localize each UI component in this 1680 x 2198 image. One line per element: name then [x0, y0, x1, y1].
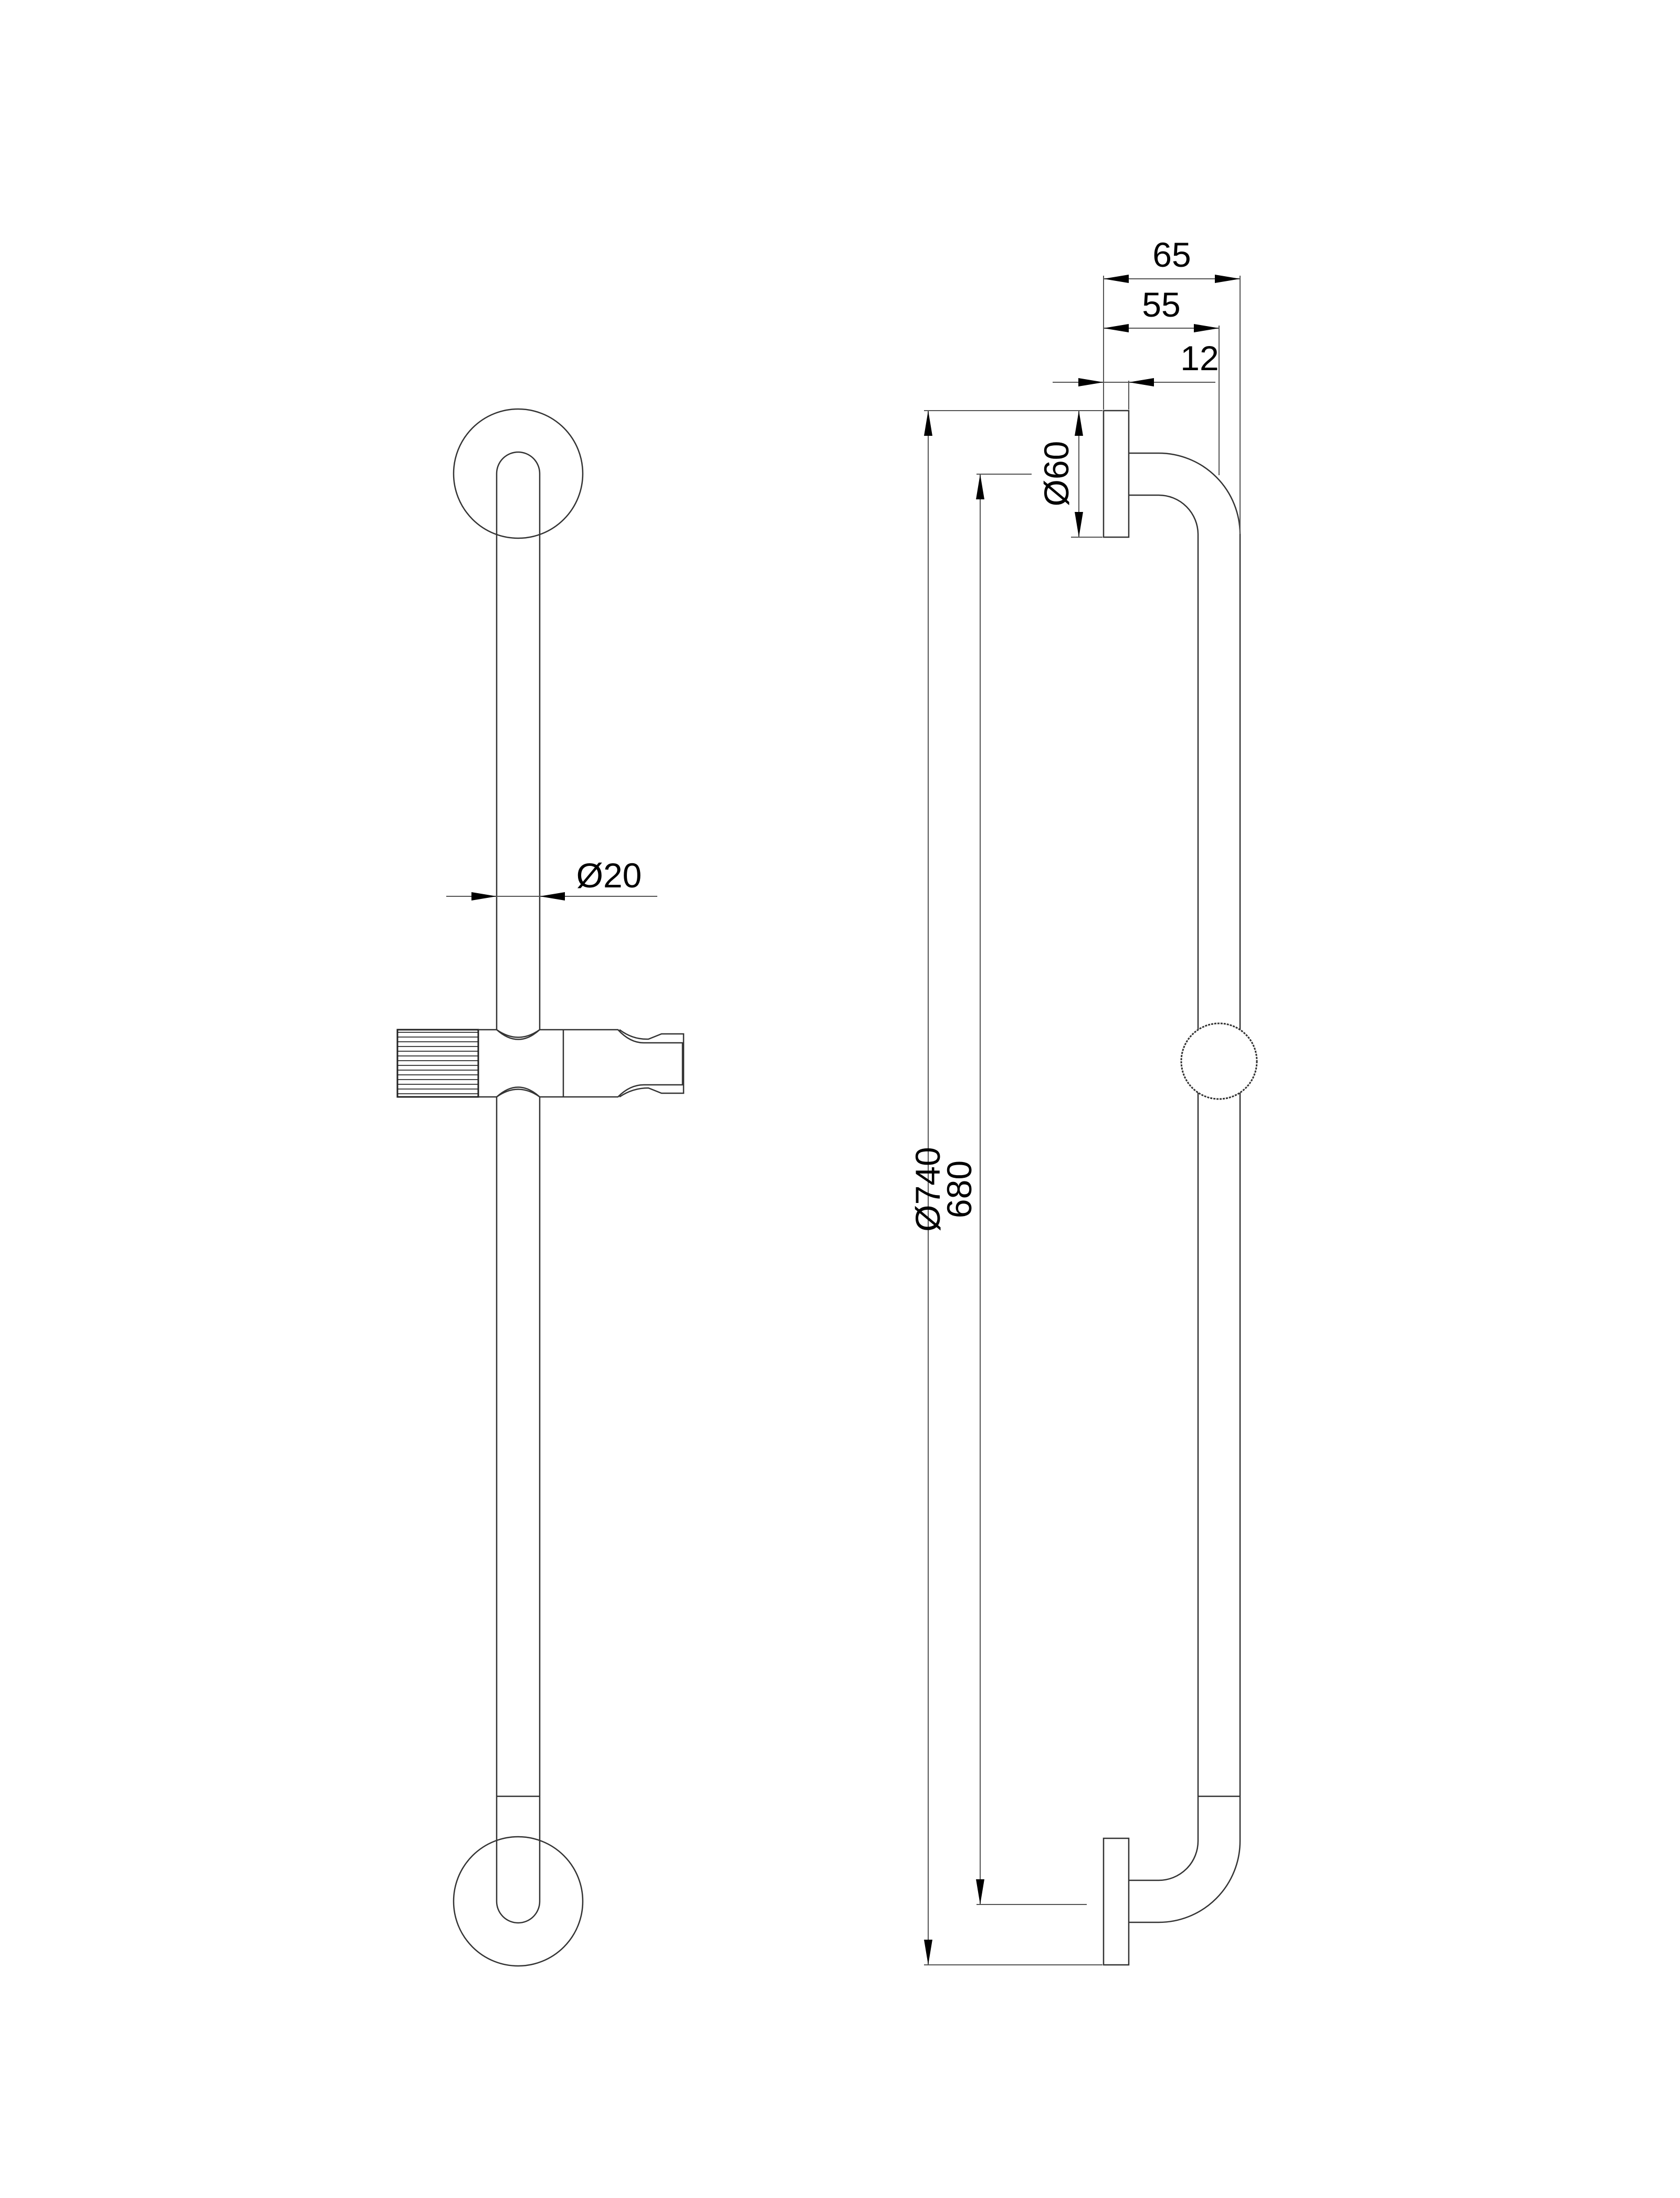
- rosette-diameter-dimension: Ø60: [1037, 411, 1102, 538]
- bar-diameter-dimension: Ø20: [446, 856, 657, 901]
- overall-length-label: Ø740: [908, 1147, 947, 1231]
- centers-length-dimension: 680: [940, 474, 1087, 1905]
- rail-outer-profile: [1129, 452, 1241, 1923]
- front-view: Ø20: [396, 408, 685, 1967]
- top-rosette: [453, 408, 584, 539]
- top-wall-plate: [1102, 410, 1130, 538]
- rosette-diameter-label: Ø60: [1037, 441, 1076, 507]
- knurled-knob: [396, 1029, 479, 1098]
- hand-shower-clip: [563, 1029, 685, 1098]
- projection-dimensions: 65 55 12: [1053, 235, 1241, 534]
- bottom-wall-plate: [1102, 1837, 1130, 1966]
- bottom-rosette: [453, 1836, 584, 1967]
- bar-diameter-label: Ø20: [576, 856, 642, 895]
- rail-upper: [496, 451, 541, 1030]
- rail-inner-profile: [1129, 494, 1199, 1881]
- projection-bar-center-label: 55: [1142, 285, 1180, 324]
- slider-knob-side: [1180, 1022, 1258, 1100]
- side-view: Ø740 680 Ø60 65: [908, 235, 1258, 1966]
- projection-total-label: 65: [1152, 235, 1191, 274]
- rail-lower: [496, 1097, 541, 1924]
- slider-holder: [396, 1029, 685, 1098]
- overall-length-dimension: Ø740: [908, 410, 1102, 1965]
- centers-length-label: 680: [940, 1160, 979, 1218]
- rosette-thickness-label: 12: [1180, 339, 1219, 378]
